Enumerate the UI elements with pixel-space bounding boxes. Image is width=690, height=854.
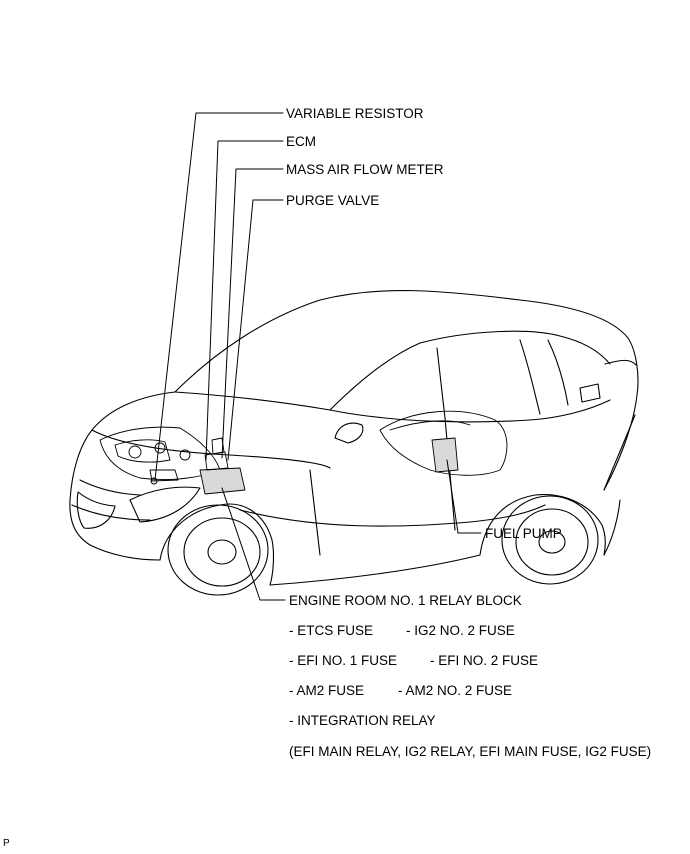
- label-variable-resistor: VARIABLE RESISTOR: [286, 106, 424, 121]
- leader-ecm: [205, 140, 284, 461]
- front-wheel: [167, 504, 269, 596]
- item-integration-relay-detail: (EFI MAIN RELAY, IG2 RELAY, EFI MAIN FUS…: [289, 744, 652, 759]
- leader-lines: [154, 112, 482, 601]
- label-ecm: ECM: [286, 134, 316, 149]
- corner-mark: P: [3, 838, 10, 849]
- item-efi-no2-fuse: - EFI NO. 2 FUSE: [430, 653, 539, 668]
- item-etcs-fuse: - ETCS FUSE: [289, 623, 374, 638]
- leader-relay-block: [221, 487, 286, 601]
- item-integration-relay: - INTEGRATION RELAY: [289, 713, 436, 728]
- item-am2-fuse: - AM2 FUSE: [289, 683, 365, 698]
- label-purge-valve: PURGE VALVE: [286, 193, 380, 208]
- label-fuel-pump: FUEL PUMP: [485, 526, 562, 541]
- item-am2-no2-fuse: - AM2 NO. 2 FUSE: [398, 683, 513, 698]
- relay-block-shape: [199, 437, 246, 495]
- fuel-tank-shape: [379, 410, 508, 476]
- car-body-outline: [69, 289, 639, 586]
- leader-variable-resistor: [154, 112, 284, 481]
- label-mass-air-flow-meter: MASS AIR FLOW METER: [286, 162, 444, 177]
- leader-purge-valve: [227, 199, 284, 461]
- item-ig2-no2-fuse: - IG2 NO. 2 FUSE: [406, 623, 515, 638]
- leader-fuel-pump: [446, 459, 482, 534]
- rear-wheel: [501, 495, 599, 585]
- item-efi-no1-fuse: - EFI NO. 1 FUSE: [289, 653, 398, 668]
- fuel-pump-shape: [431, 437, 459, 473]
- label-engine-room-relay-block: ENGINE ROOM NO. 1 RELAY BLOCK: [289, 593, 522, 608]
- leader-mass-air-flow-meter: [221, 168, 284, 459]
